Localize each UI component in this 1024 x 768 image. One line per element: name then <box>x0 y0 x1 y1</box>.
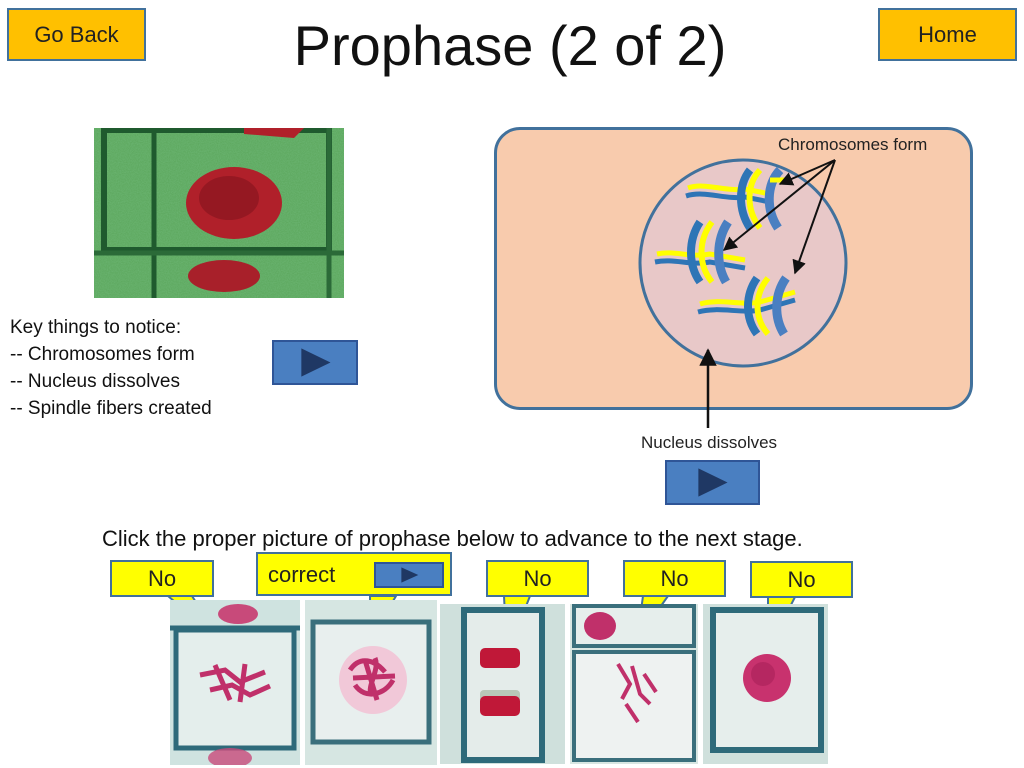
key-note-item: -- Chromosomes form <box>10 344 195 365</box>
home-button[interactable]: Home <box>878 8 1017 61</box>
choice-image-1[interactable] <box>170 600 300 765</box>
label-nucleus-dissolves: Nucleus dissolves <box>641 433 778 452</box>
choice-callout-3[interactable]: No <box>486 560 589 597</box>
key-note-item: -- Spindle fibers created <box>10 398 212 419</box>
prophase-micrograph <box>94 128 344 298</box>
choice-callout-5[interactable]: No <box>750 561 853 598</box>
key-notes: Key things to notice: -- Chromosomes for… <box>10 314 260 422</box>
choice-image-3[interactable] <box>440 604 565 764</box>
page-title: Prophase (2 of 2) <box>293 14 727 77</box>
choice-callout-2[interactable]: correct <box>256 552 452 596</box>
play-icon <box>698 468 728 497</box>
play-icon <box>301 348 331 377</box>
choice-image-5[interactable] <box>703 604 828 764</box>
instruction-text: Click the proper picture of prophase bel… <box>102 526 803 551</box>
key-note-item: -- Nucleus dissolves <box>10 371 180 392</box>
key-notes-heading: Key things to notice: <box>10 317 182 338</box>
choice-callout-4[interactable]: No <box>623 560 726 597</box>
play-button-notes[interactable] <box>272 340 358 385</box>
cell-diagram <box>494 127 973 410</box>
choice-image-2[interactable] <box>305 600 437 765</box>
choice-callout-1[interactable]: No <box>110 560 214 597</box>
play-button-diagram[interactable] <box>665 460 760 505</box>
go-back-button[interactable]: Go Back <box>7 8 146 61</box>
play-icon <box>401 567 419 583</box>
label-chromosomes-form: Chromosomes form <box>778 135 928 154</box>
choice-image-4[interactable] <box>570 604 698 764</box>
play-button-correct[interactable] <box>374 562 444 588</box>
